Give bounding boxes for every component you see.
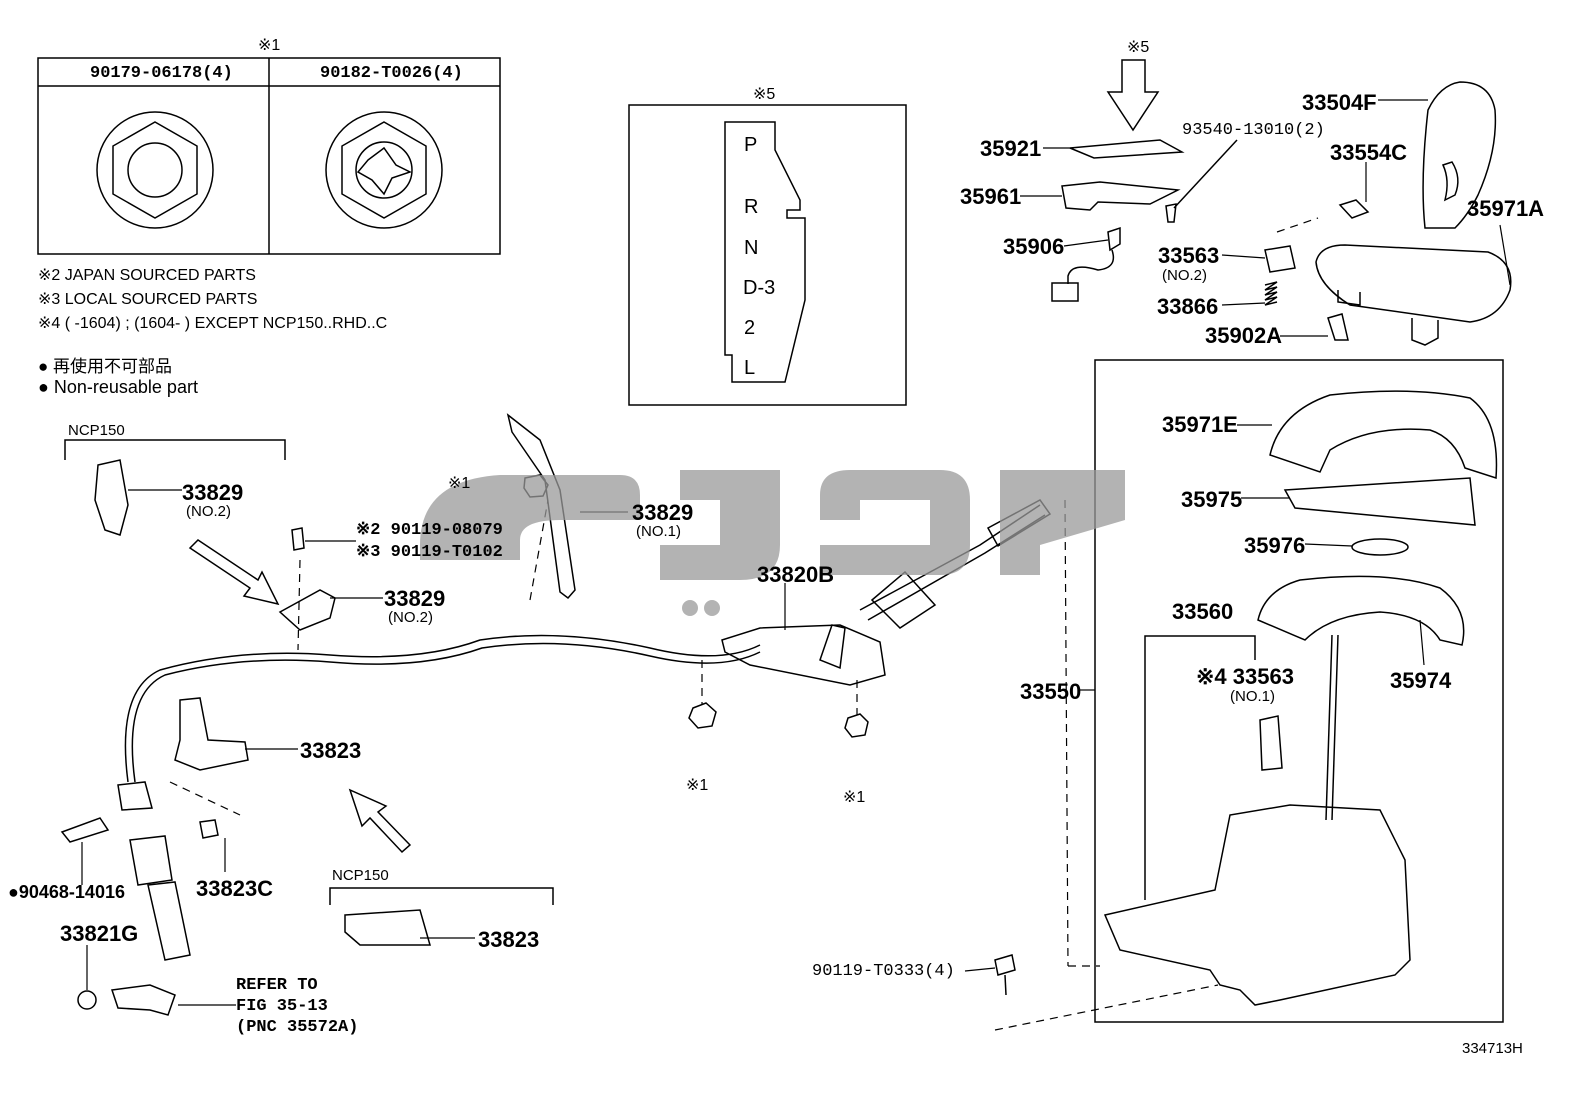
- mark1-nut2: ※1: [843, 789, 866, 806]
- cover-35974: [1257, 575, 1465, 646]
- shift-base: [1103, 804, 1411, 1006]
- part-33829-b: 33829: [384, 586, 446, 611]
- shift-knob: [1422, 81, 1497, 229]
- shift-cable: [124, 634, 761, 783]
- part-93540: 93540-13010(2): [1182, 121, 1325, 140]
- part-35975: 35975: [1181, 487, 1243, 512]
- note-4: ※4 ( -1604) ; (1604- ) EXCEPT NCP150..RH…: [38, 315, 388, 332]
- mark1-left: ※1: [448, 475, 471, 492]
- part-35974: 35974: [1390, 668, 1452, 693]
- refer-line3: (PNC 35572A): [236, 1018, 359, 1037]
- part-33866: 33866: [1157, 294, 1219, 319]
- mark1-header: ※1: [258, 37, 281, 54]
- cover-35971e: [1269, 390, 1498, 480]
- part-33829-c: 33829: [632, 500, 694, 525]
- part-33560: 33560: [1172, 599, 1234, 624]
- part-33563-no2-sub: (NO.2): [1162, 267, 1207, 284]
- nut-table: [37, 57, 501, 255]
- part-35971a: 35971A: [1467, 196, 1545, 221]
- part-33829-b-sub: (NO.2): [388, 609, 433, 626]
- part-33563-no1-sub: (NO.1): [1230, 688, 1275, 705]
- refer-line1: REFER TO: [236, 976, 318, 995]
- part-35971e: 35971E: [1162, 412, 1238, 437]
- part-33823-a: 33823: [300, 738, 362, 763]
- part-90119-t0333: 90119-T0333(4): [812, 962, 955, 981]
- part-33821g: 33821G: [60, 921, 139, 946]
- part-33563-no1: ※4 33563: [1196, 664, 1294, 689]
- gate-2: 2: [744, 317, 756, 339]
- part-90468: ●90468-14016: [8, 882, 125, 902]
- mark5-gate: ※5: [753, 86, 776, 103]
- figure-id: 334713H: [1462, 1040, 1523, 1057]
- refer-line2: FIG 35-13: [236, 997, 328, 1016]
- ncp150-label-b: NCP150: [332, 867, 389, 884]
- note-2: ※2 JAPAN SOURCED PARTS: [38, 267, 256, 284]
- ncp150-label-a: NCP150: [68, 422, 125, 439]
- gate-n: N: [744, 237, 759, 259]
- gate-d3: D-3: [743, 277, 776, 299]
- part-35921: 35921: [980, 136, 1042, 161]
- pointer-arrow-icon: [188, 539, 280, 606]
- note-3: ※3 LOCAL SOURCED PARTS: [38, 291, 258, 308]
- part-35906: 35906: [1003, 234, 1065, 259]
- part-33829-a: 33829: [182, 480, 244, 505]
- watermark-logo: [420, 470, 1125, 616]
- part-33504f: 33504F: [1302, 90, 1377, 115]
- nut-col1-label: 90179-06178(4): [90, 64, 233, 83]
- hex-nut-icon: [96, 111, 214, 229]
- part-35902a: 35902A: [1205, 323, 1283, 348]
- part-90119-t0102: ※3 90119-T0102: [356, 543, 503, 562]
- legend-jp: ● 再使用不可部品: [38, 357, 172, 376]
- shift-gate-box: [628, 104, 907, 406]
- part-33823c: 33823C: [196, 876, 274, 901]
- pointer-arrow-icon: [348, 788, 412, 854]
- gate-p: P: [744, 134, 758, 156]
- part-35961: 35961: [960, 184, 1022, 209]
- legend-en: ● Non-reusable part: [38, 377, 198, 397]
- gate-r: R: [744, 196, 759, 218]
- part-33563-no2: 33563: [1158, 243, 1220, 268]
- part-33829-c-sub: (NO.1): [636, 523, 681, 540]
- shift-panel: [1315, 244, 1512, 323]
- mark5-arrow: ※5: [1127, 39, 1150, 56]
- part-33554c: 33554C: [1330, 140, 1408, 165]
- down-arrow-icon: [1106, 59, 1160, 132]
- part-33820b: 33820B: [757, 562, 835, 587]
- cable-bracket: [721, 624, 886, 686]
- mark1-nut1: ※1: [686, 777, 709, 794]
- part-33550: 33550: [1020, 679, 1082, 704]
- part-33829-a-sub: (NO.2): [186, 503, 231, 520]
- gate-l: L: [744, 357, 756, 379]
- part-33823-b: 33823: [478, 927, 540, 952]
- part-35976: 35976: [1244, 533, 1306, 558]
- part-90119-08079: ※2 90119-08079: [356, 521, 503, 540]
- lock-nut-icon: [325, 111, 443, 229]
- nut-col2-label: 90182-T0026(4): [320, 64, 463, 83]
